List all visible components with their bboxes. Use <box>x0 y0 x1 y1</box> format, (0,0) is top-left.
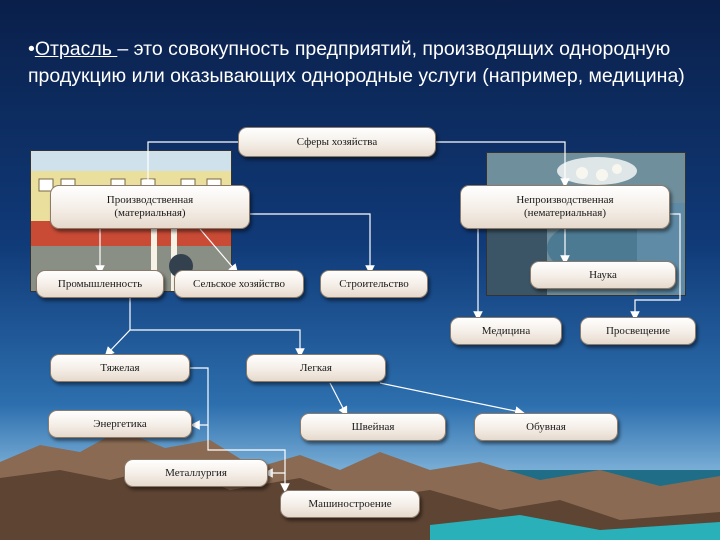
node-label: Сельское хозяйство <box>193 278 285 291</box>
node-metallurgy: Металлургия <box>124 459 268 487</box>
node-sublabel: (материальная) <box>114 207 185 220</box>
node-label: Легкая <box>300 362 332 375</box>
node-energy: Энергетика <box>48 410 192 438</box>
node-label: Швейная <box>352 421 395 434</box>
node-label: Наука <box>589 269 617 282</box>
node-label: Металлургия <box>165 467 227 480</box>
node-science: Наука <box>530 261 676 289</box>
node-light: Легкая <box>246 354 386 382</box>
node-label: Производственная <box>107 194 194 207</box>
node-industry: Промышленность <box>36 270 164 298</box>
node-label: Тяжелая <box>100 362 139 375</box>
node-label: Машиностроение <box>308 498 391 511</box>
node-construction: Строительство <box>320 270 428 298</box>
node-label: Энергетика <box>93 418 147 431</box>
node-sublabel: (нематериальная) <box>524 207 606 220</box>
node-production: Производственная (материальная) <box>50 185 250 229</box>
node-machinery: Машиностроение <box>280 490 420 518</box>
node-sewing: Швейная <box>300 413 446 441</box>
node-label: Строительство <box>339 278 409 291</box>
node-label: Просвещение <box>606 325 670 338</box>
node-label: Медицина <box>482 325 530 338</box>
node-agriculture: Сельское хозяйство <box>174 270 304 298</box>
node-education: Просвещение <box>580 317 696 345</box>
node-nonproduction: Непроизводственная (нематериальная) <box>460 185 670 229</box>
node-label: Сферы хозяйства <box>297 136 377 149</box>
node-label: Промышленность <box>58 278 142 291</box>
node-footwear: Обувная <box>474 413 618 441</box>
node-medicine: Медицина <box>450 317 562 345</box>
node-heavy: Тяжелая <box>50 354 190 382</box>
node-economy-spheres: Сферы хозяйства <box>238 127 436 157</box>
node-label: Обувная <box>526 421 566 434</box>
node-label: Непроизводственная <box>516 194 613 207</box>
